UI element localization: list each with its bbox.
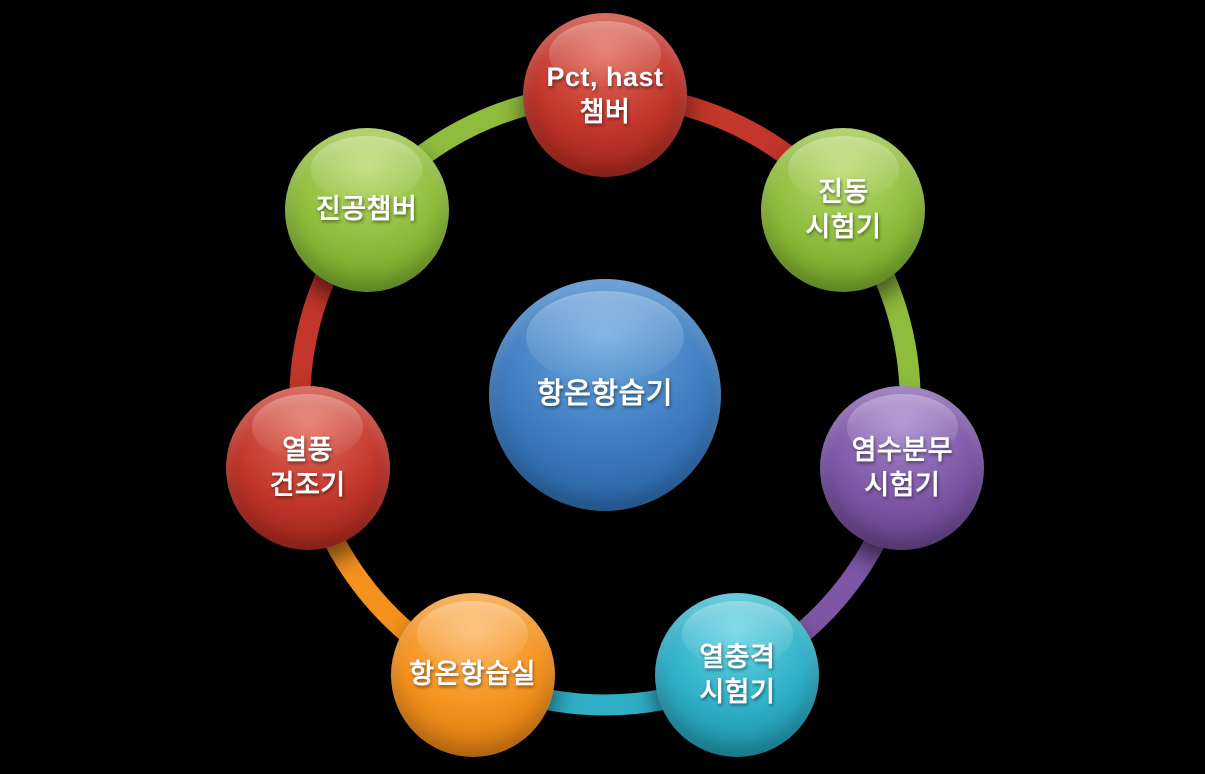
node-temp-humidity-room: 항온항습실 [390,592,555,757]
center-node: 항온항습기 [489,279,721,511]
center-node-label: 항온항습기 [537,378,673,411]
node-label-temp-humidity-room: 항온항습실 [409,659,536,690]
node-vacuum-chamber: 진공챔버 [284,127,449,292]
node-label-vacuum-chamber: 진공챔버 [315,194,418,225]
